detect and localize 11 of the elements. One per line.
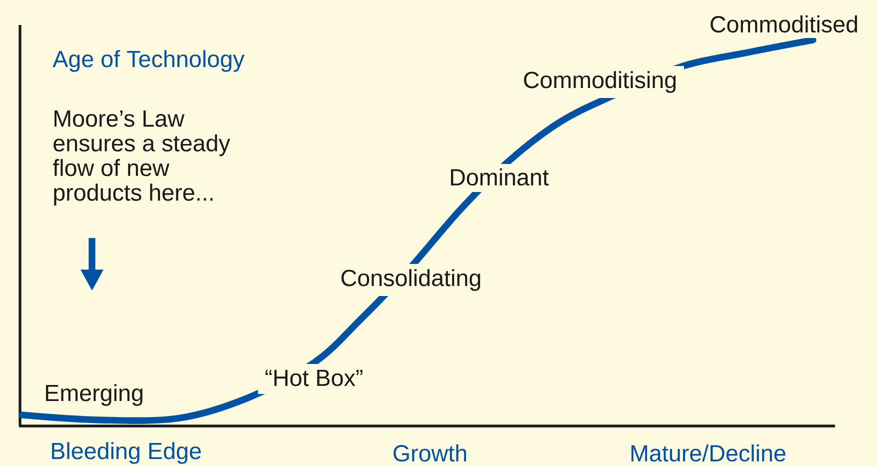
stage-label: Commoditising — [524, 71, 676, 93]
axis-label: Bleeding Edge — [52, 442, 201, 464]
stage-label: “Hot Box” — [266, 370, 362, 386]
axis-label: Mature/Decline — [631, 444, 786, 462]
stage-label: Emerging — [46, 384, 142, 406]
note-text: Moore’s Law ensures a steady flow of new products here... — [52, 110, 230, 206]
axis-label: Growth — [394, 444, 466, 462]
stage-label: Dominant — [451, 168, 549, 186]
stage-label: Consolidating — [342, 269, 480, 291]
stage-label: Commoditised — [710, 15, 858, 33]
axis-title: Age of Technology — [52, 50, 245, 72]
